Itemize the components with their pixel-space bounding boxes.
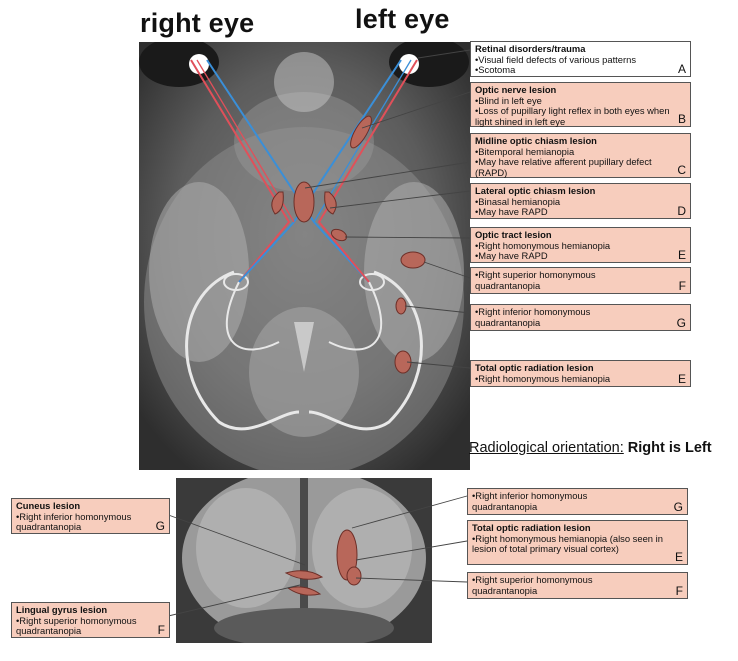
box-title: Total optic radiation lesion (475, 362, 594, 373)
box-letter: G (673, 500, 683, 514)
box-title: Lingual gyrus lesion (16, 604, 108, 615)
box-letter: C (677, 163, 686, 177)
box-title: Optic nerve lesion (475, 84, 557, 95)
box-letter: G (676, 316, 686, 330)
annotation-box-cuneus: Cuneus lesion Right inferior homonymous … (11, 498, 170, 534)
annotation-box-b: Optic nerve lesion Blind in left eye Los… (470, 82, 691, 127)
box-bullet: Blind in left eye (475, 95, 686, 107)
annotation-box-f-lower: Right superior homonymous quadrantanopia… (467, 572, 688, 599)
left-eye-label: left eye (355, 4, 450, 34)
axial-mri-image (139, 42, 470, 470)
box-letter: F (678, 279, 686, 293)
box-letter: E (677, 248, 686, 262)
box-bullet: Bitemporal hemianopia (475, 146, 686, 158)
box-bullet: Scotoma (475, 65, 686, 76)
box-bullet: Right superior homonymous quadrantanopia (475, 269, 686, 291)
box-letter: F (675, 584, 683, 598)
box-letter: E (677, 372, 686, 386)
annotation-box-e-radiation: Total optic radiation lesion Right homon… (470, 360, 691, 387)
box-letter: F (157, 623, 165, 637)
annotation-box-c: Midline optic chiasm lesion Bitemporal h… (470, 133, 691, 178)
orientation-emphasis: Right is Left (627, 440, 712, 456)
box-title: Midline optic chiasm lesion (475, 135, 597, 146)
box-bullet: Visual field defects of various patterns (475, 54, 686, 66)
box-bullet: Right inferior homonymous quadrantanopia (475, 306, 686, 328)
orientation-prefix: Radiological orientation: (469, 440, 624, 456)
annotation-box-lingual: Lingual gyrus lesion Right superior homo… (11, 602, 170, 638)
box-title: Total optic radiation lesion (472, 522, 591, 533)
box-title: Lateral optic chiasm lesion (475, 185, 596, 196)
annotation-box-e-cortex: Total optic radiation lesion Right homon… (467, 520, 688, 565)
annotation-box-e-tract: Optic tract lesion Right homonymous hemi… (470, 227, 691, 263)
box-letter: D (677, 204, 686, 218)
box-bullet: May have relative afferent pupillary def… (475, 156, 686, 178)
box-bullet: Right inferior homonymous quadrantanopia (472, 490, 683, 512)
box-bullet: Binasal hemianopia (475, 196, 686, 208)
box-letter: A (677, 62, 686, 76)
annotation-box-g-upper: Right inferior homonymous quadrantanopia… (470, 304, 691, 331)
annotation-box-d: Lateral optic chiasm lesion Binasal hemi… (470, 183, 691, 219)
box-bullet: Right superior homonymous quadrantanopia (16, 615, 165, 637)
radiological-orientation-note: Radiological orientation: Right is Left (469, 440, 712, 456)
box-title: Retinal disorders/trauma (475, 43, 586, 54)
coronal-mri-image (176, 478, 432, 643)
box-letter: G (155, 519, 165, 533)
annotation-box-a: Retinal disorders/trauma Visual field de… (470, 41, 691, 77)
box-bullet: Right homonymous hemianopia (475, 373, 686, 385)
box-bullet: Right homonymous hemianopia (also seen i… (472, 533, 683, 555)
annotation-box-g-lower: Right inferior homonymous quadrantanopia… (467, 488, 688, 515)
box-title: Cuneus lesion (16, 500, 81, 511)
box-title: Optic tract lesion (475, 229, 552, 240)
box-bullet: May have RAPD (475, 207, 686, 218)
box-letter: B (677, 112, 686, 126)
right-eye-label: right eye (140, 8, 255, 38)
annotation-box-f-upper: Right superior homonymous quadrantanopia… (470, 267, 691, 294)
box-bullet: May have RAPD (475, 251, 686, 262)
box-bullet: Right superior homonymous quadrantanopia (472, 574, 683, 596)
box-letter: E (674, 550, 683, 564)
box-bullet: Right inferior homonymous quadrantanopia (16, 511, 165, 533)
box-bullet: Loss of pupillary light reflex in both e… (475, 105, 686, 127)
box-bullet: Right homonymous hemianopia (475, 240, 686, 252)
